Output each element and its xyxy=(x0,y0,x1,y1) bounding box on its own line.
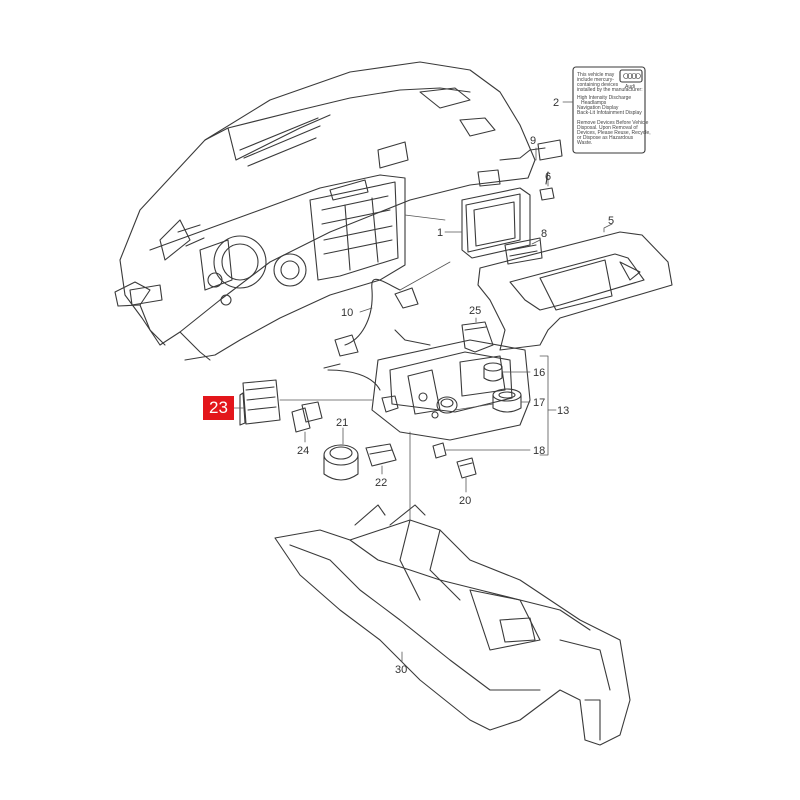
center-console-drawing xyxy=(274,504,631,746)
part-22-drawing xyxy=(365,443,397,467)
callout-24: 24 xyxy=(297,445,309,457)
callout-17: 17 xyxy=(533,397,545,409)
callout-5: 5 xyxy=(608,215,614,227)
callout-30: 30 xyxy=(395,664,407,676)
label-intro-line-2: include mercury- xyxy=(577,77,614,83)
callout-13: 13 xyxy=(557,405,569,417)
display-unit-drawing xyxy=(461,139,563,265)
trim-panel-drawing xyxy=(477,231,673,351)
highlighted-callout-23: 23 xyxy=(203,396,234,420)
callout-16: 16 xyxy=(533,367,545,379)
warning-label-card: Audi This vehicle may include mercury- c… xyxy=(572,66,651,154)
knobs-drawing xyxy=(483,362,522,413)
label-intro-line-1: This vehicle may xyxy=(577,72,615,78)
control-unit-drawing xyxy=(323,329,531,441)
callout-1: 1 xyxy=(437,227,443,239)
cable-drawing xyxy=(334,278,419,357)
callout-8: 8 xyxy=(541,228,547,240)
callout-6: 6 xyxy=(545,171,551,183)
callout-20: 20 xyxy=(459,495,471,507)
label-item-4: Back-Lit Infotainment Display xyxy=(577,110,642,116)
callout-21: 21 xyxy=(336,417,348,429)
callout-9: 9 xyxy=(530,135,536,147)
label-intro-line-3: containing devices xyxy=(577,82,619,88)
callout-22: 22 xyxy=(375,477,387,489)
dashboard-drawing xyxy=(114,61,536,361)
switch-block-drawing xyxy=(239,379,323,433)
label-intro-line-4: installed by the manufacturer: xyxy=(577,87,643,93)
label-footer-4: or Dispose as Hazardous xyxy=(577,135,634,141)
label-item-2: Headlamps xyxy=(581,100,607,106)
leader-lines xyxy=(233,101,613,663)
label-footer-5: Waste. xyxy=(577,140,592,146)
callout-18: 18 xyxy=(533,445,545,457)
part-18-20-drawing xyxy=(432,442,477,479)
label-item-3: Navigation Display xyxy=(577,105,619,111)
callout-10: 10 xyxy=(341,307,353,319)
label-footer-1: Remove Devices Before Vehicle xyxy=(577,120,649,126)
label-footer-2: Disposal. Upon Removal of xyxy=(577,125,638,131)
label-card-logo: Audi xyxy=(625,84,635,90)
callout-25: 25 xyxy=(469,305,481,317)
callout-numbers: 1 2 5 6 8 9 10 13 16 17 18 20 21 22 24 2… xyxy=(297,97,614,676)
part-25-drawing xyxy=(461,321,494,353)
label-footer-3: Devices, Please Reuse, Recycle, xyxy=(577,130,651,136)
label-item-1: High Intensity Discharge xyxy=(577,95,631,101)
callout-2: 2 xyxy=(553,97,559,109)
start-button-drawing xyxy=(323,444,359,481)
